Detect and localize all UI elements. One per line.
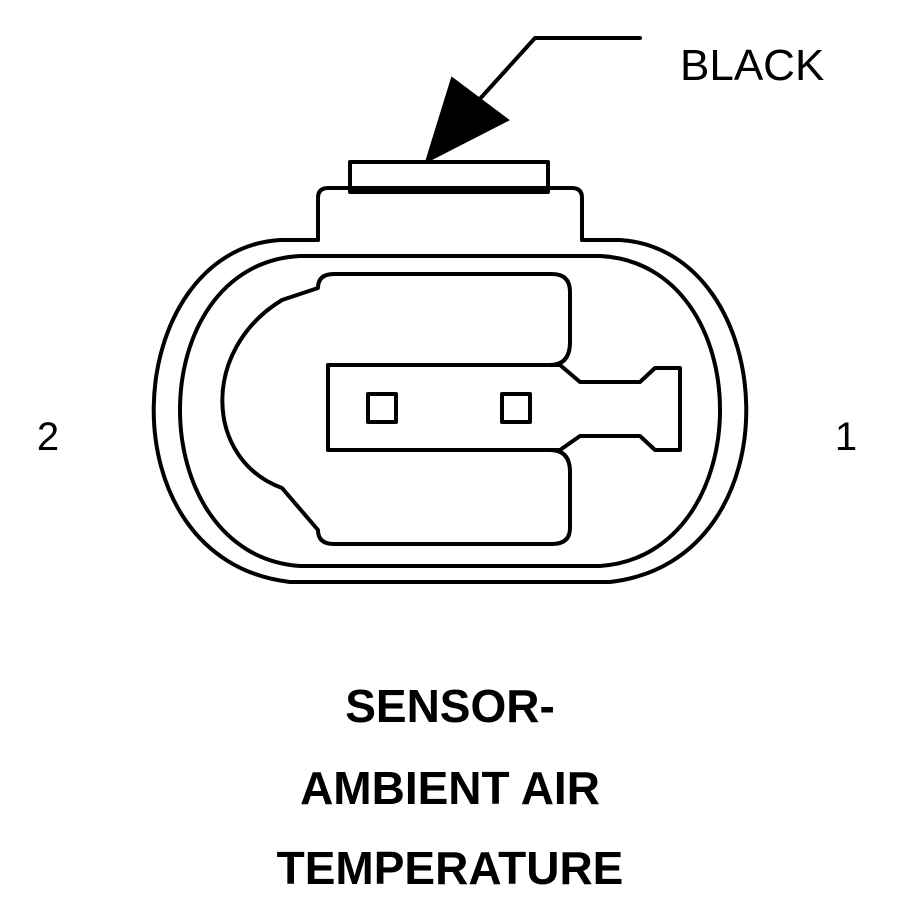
terminal-cavity — [220, 272, 572, 546]
color-callout-arrow — [424, 36, 642, 164]
blade-terminal — [326, 363, 682, 452]
pin-2-label: 2 — [37, 415, 59, 459]
pin-1-label: 1 — [835, 415, 857, 459]
connector-outer-shell — [151, 238, 749, 584]
caption-line-1: SENSOR- — [345, 680, 555, 732]
terminal-window-left — [366, 392, 398, 424]
color-callout-label: BLACK — [680, 41, 824, 90]
locking-tab — [316, 160, 584, 242]
terminal-window-right — [500, 392, 532, 424]
caption-line-3: TEMPERATURE — [277, 842, 624, 894]
arrowhead — [424, 76, 510, 164]
caption-line-2: AMBIENT AIR — [300, 762, 600, 814]
connector-inner-wall — [178, 254, 722, 568]
connector-caption: SENSOR- AMBIENT AIR TEMPERATURE — [277, 680, 624, 894]
